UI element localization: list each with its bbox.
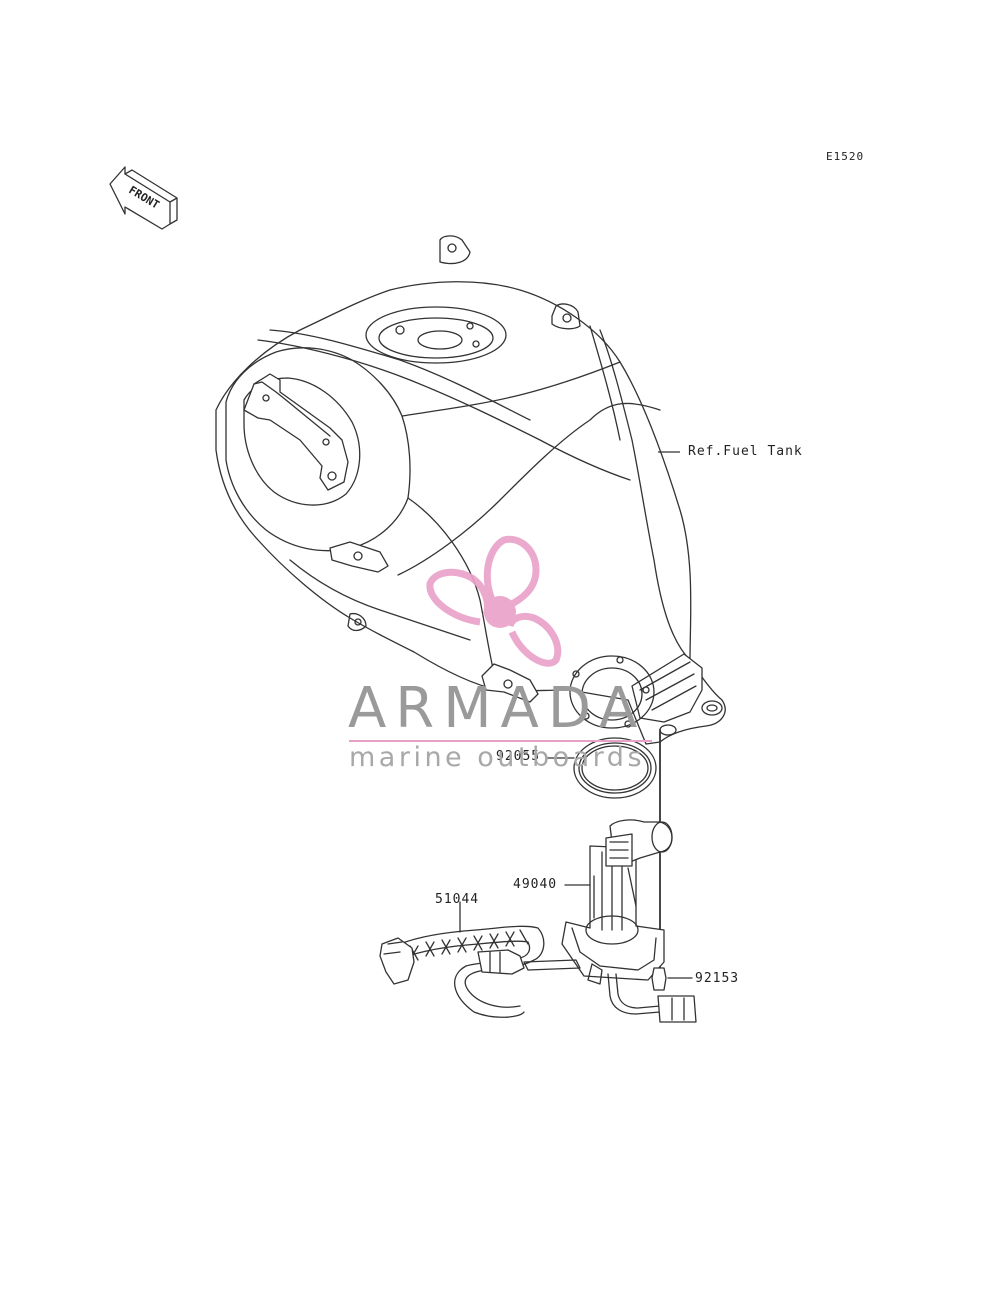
part-label-49040: 49040: [513, 877, 558, 892]
screw-92153: [651, 967, 693, 991]
harness-51044: [379, 901, 581, 1018]
fuel-pump-49040: [561, 819, 697, 1023]
watermark-brand: ARMADA: [348, 676, 647, 741]
part-label-92055: 92055: [496, 749, 541, 764]
front-arrow-icon: FRONT: [109, 166, 178, 230]
part-label-92153: 92153: [695, 971, 740, 986]
diagram-code: E1520: [826, 150, 865, 163]
watermark-tagline: marine outboards: [349, 742, 646, 773]
reference-label: Ref.Fuel Tank: [688, 444, 803, 459]
fuel-tank-illustration: [215, 235, 726, 969]
part-label-51044: 51044: [435, 892, 480, 907]
o-ring-92055: [547, 737, 657, 799]
propeller-logo-icon: [426, 535, 562, 667]
